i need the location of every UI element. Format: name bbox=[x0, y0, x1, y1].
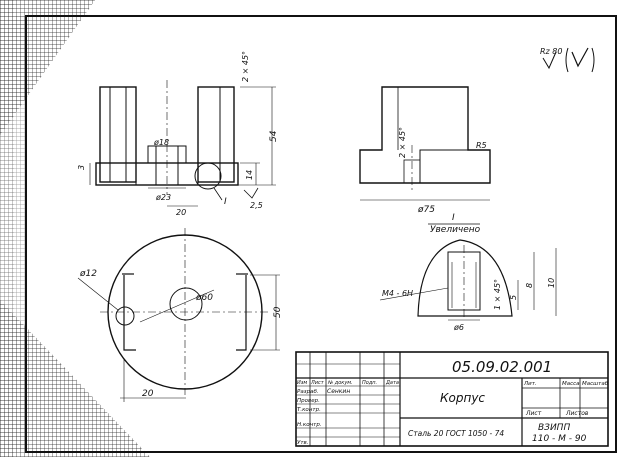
svg-text:50: 50 bbox=[273, 306, 283, 318]
svg-text:Лит.: Лит. bbox=[523, 381, 537, 387]
svg-text:Сталь 20 ГОСТ 1050 - 74: Сталь 20 ГОСТ 1050 - 74 bbox=[408, 429, 504, 438]
title-block: 05.09.02.001 Корпус Сталь 20 ГОСТ 1050 -… bbox=[295, 351, 609, 447]
roughness-symbol: Rz 80 bbox=[540, 47, 595, 73]
svg-text:R5: R5 bbox=[476, 141, 487, 150]
svg-text:05.09.02.001: 05.09.02.001 bbox=[452, 358, 552, 376]
svg-text:Н.контр.: Н.контр. bbox=[297, 422, 322, 428]
svg-text:54: 54 bbox=[269, 130, 279, 142]
svg-text:Лист: Лист bbox=[310, 380, 325, 386]
svg-text:Rz 80: Rz 80 bbox=[540, 47, 562, 56]
svg-text:10: 10 bbox=[547, 278, 556, 288]
svg-text:ø18: ø18 bbox=[153, 138, 169, 147]
svg-text:20: 20 bbox=[142, 389, 154, 399]
svg-text:20: 20 bbox=[176, 208, 186, 217]
svg-text:ø60: ø60 bbox=[195, 293, 213, 303]
top-view: ø60 ø12 50 20 bbox=[77, 228, 283, 402]
svg-text:ø75: ø75 bbox=[417, 205, 435, 215]
svg-text:14: 14 bbox=[245, 170, 254, 180]
svg-text:I: I bbox=[224, 197, 227, 207]
svg-text:ø23: ø23 bbox=[155, 193, 171, 202]
svg-text:Масштаб: Масштаб bbox=[582, 381, 609, 387]
svg-text:Разраб.: Разраб. bbox=[297, 389, 319, 395]
svg-text:Изм: Изм bbox=[297, 380, 307, 386]
svg-text:2 × 45°: 2 × 45° bbox=[241, 51, 250, 82]
svg-text:Листов: Листов bbox=[565, 410, 589, 417]
side-view: ø75 R5 2 × 45° bbox=[359, 86, 491, 215]
svg-text:Масса: Масса bbox=[562, 381, 580, 387]
svg-text:110 - М - 90: 110 - М - 90 bbox=[532, 434, 587, 444]
svg-text:1 × 45°: 1 × 45° bbox=[493, 279, 502, 310]
svg-text:I: I bbox=[452, 213, 455, 223]
svg-text:Дата: Дата bbox=[385, 380, 399, 386]
svg-text:Подп.: Подп. bbox=[362, 380, 377, 386]
svg-text:№ докум.: № докум. bbox=[327, 380, 353, 386]
svg-text:ø12: ø12 bbox=[79, 269, 97, 279]
svg-text:Утв.: Утв. bbox=[297, 440, 309, 446]
svg-text:Увеличено: Увеличено bbox=[430, 225, 481, 235]
svg-text:Провер.: Провер. bbox=[297, 398, 320, 404]
svg-text:2 × 45°: 2 × 45° bbox=[398, 127, 407, 158]
svg-text:Лист: Лист bbox=[525, 410, 542, 417]
svg-text:Сенкин: Сенкин bbox=[327, 388, 350, 395]
svg-text:3: 3 bbox=[77, 165, 86, 170]
front-view: I 54 2 × 45° 14 3 ø18 ø23 20 2,5 bbox=[77, 51, 279, 217]
detail-view: I Увеличено M4 - 6H ø6 1 × 45° 5 8 10 bbox=[379, 213, 557, 332]
svg-text:M4 - 6H: M4 - 6H bbox=[382, 289, 413, 298]
svg-text:5: 5 bbox=[509, 295, 518, 300]
svg-text:Т.контр.: Т.контр. bbox=[297, 407, 321, 413]
svg-text:ВЗИПП: ВЗИПП bbox=[538, 423, 570, 433]
svg-text:Корпус: Корпус bbox=[440, 391, 485, 405]
svg-text:8: 8 bbox=[525, 283, 534, 288]
svg-text:ø6: ø6 bbox=[453, 323, 464, 332]
svg-text:2,5: 2,5 bbox=[250, 201, 263, 210]
